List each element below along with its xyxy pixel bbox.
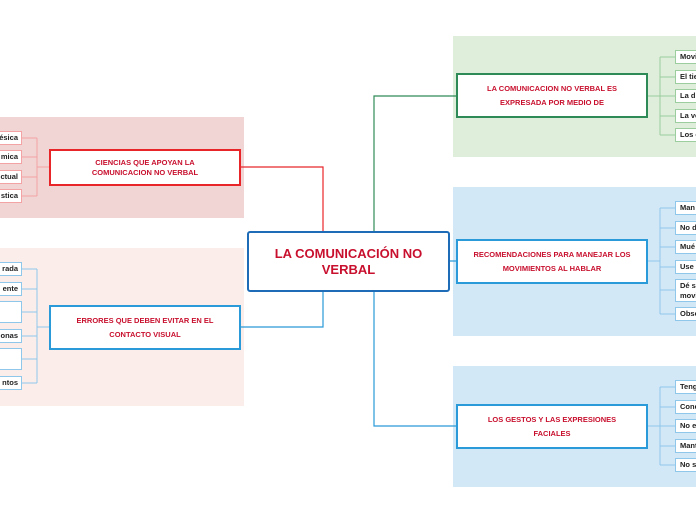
leaf-recomendaciones-4[interactable]: Use bbox=[675, 260, 696, 274]
leaf-errores-5[interactable] bbox=[0, 348, 22, 370]
leaf-gestos-1[interactable]: Teng bbox=[675, 380, 696, 394]
leaf-recomendaciones-1[interactable]: Man bbox=[675, 201, 696, 215]
leaf-expresada-1[interactable]: Movi bbox=[675, 50, 696, 64]
branch-errores-label: ERRORES QUE DEBEN EVITAR EN EL CONTACTO … bbox=[76, 316, 214, 339]
branch-recomendaciones-label: RECOMENDACIONES PARA MANEJAR LOS MOVIMIE… bbox=[473, 250, 631, 273]
branch-gestos[interactable]: LOS GESTOS Y LAS EXPRESIONES FACIALES bbox=[456, 404, 648, 449]
leaf-recomendaciones-2[interactable]: No d bbox=[675, 221, 696, 235]
central-topic-label: LA COMUNICACIÓN NO VERBAL bbox=[274, 245, 423, 277]
leaf-ciencias-2[interactable]: mica bbox=[0, 150, 22, 164]
leaf-gestos-3[interactable]: No e bbox=[675, 419, 696, 433]
leaf-gestos-5[interactable]: No s bbox=[675, 458, 696, 472]
leaf-errores-2[interactable]: ente bbox=[0, 282, 22, 296]
leaf-ciencias-4[interactable]: stica bbox=[0, 189, 22, 203]
branch-recomendaciones[interactable]: RECOMENDACIONES PARA MANEJAR LOS MOVIMIE… bbox=[456, 239, 648, 284]
connector-recomendaciones-leaves bbox=[648, 207, 675, 315]
connector-errores-leaves bbox=[22, 268, 49, 384]
branch-ciencias-label: CIENCIAS QUE APOYAN LA COMUNICACION NO V… bbox=[91, 157, 199, 177]
leaf-recomendaciones-6[interactable]: Obse bbox=[675, 307, 696, 321]
leaf-expresada-4[interactable]: La ve bbox=[675, 109, 696, 123]
leaf-gestos-2[interactable]: Cond bbox=[675, 400, 696, 414]
central-topic[interactable]: LA COMUNICACIÓN NO VERBAL bbox=[247, 231, 450, 292]
leaf-errores-3[interactable] bbox=[0, 301, 22, 323]
leaf-errores-4[interactable]: onas bbox=[0, 329, 22, 343]
leaf-expresada-2[interactable]: El tie bbox=[675, 70, 696, 84]
leaf-errores-6[interactable]: ntos bbox=[0, 376, 22, 390]
leaf-ciencias-1[interactable]: ésica bbox=[0, 131, 22, 145]
connector-expresada-leaves bbox=[648, 56, 675, 136]
branch-ciencias[interactable]: CIENCIAS QUE APOYAN LA COMUNICACION NO V… bbox=[49, 149, 241, 186]
leaf-errores-1[interactable]: rada bbox=[0, 262, 22, 276]
leaf-gestos-4[interactable]: Mant bbox=[675, 439, 696, 453]
branch-gestos-label: LOS GESTOS Y LAS EXPRESIONES FACIALES bbox=[487, 415, 617, 438]
connector-gestos bbox=[373, 291, 456, 427]
connector-ciencias-leaves bbox=[22, 137, 49, 197]
connector-ciencias bbox=[241, 166, 324, 231]
connector-errores bbox=[241, 291, 324, 328]
connector-expresada bbox=[373, 95, 456, 231]
leaf-recomendaciones-5[interactable]: Dé s movi bbox=[675, 279, 696, 302]
branch-errores[interactable]: ERRORES QUE DEBEN EVITAR EN EL CONTACTO … bbox=[49, 305, 241, 350]
connector-gestos-leaves bbox=[648, 386, 675, 466]
leaf-recomendaciones-3[interactable]: Mué bbox=[675, 240, 696, 254]
leaf-ciencias-3[interactable]: ctual bbox=[0, 170, 22, 184]
branch-expresada-label: LA COMUNICACION NO VERBAL ES EXPRESADA P… bbox=[486, 84, 617, 107]
leaf-expresada-5[interactable]: Los c bbox=[675, 128, 696, 142]
leaf-expresada-3[interactable]: La d bbox=[675, 89, 696, 103]
branch-expresada[interactable]: LA COMUNICACION NO VERBAL ES EXPRESADA P… bbox=[456, 73, 648, 118]
